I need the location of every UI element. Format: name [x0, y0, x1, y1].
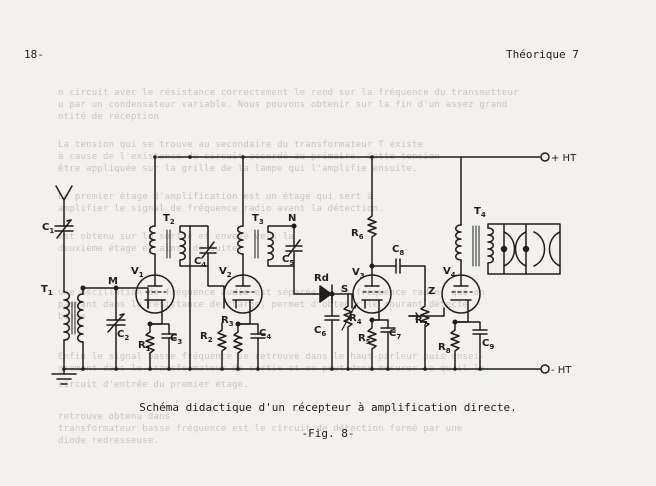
resistor-r3 [233, 323, 243, 370]
label-s: S [341, 284, 348, 295]
label-c5: C5 [282, 254, 294, 267]
t4-primary [455, 224, 462, 261]
ht-minus-terminal [540, 364, 550, 374]
page-number: 18- [24, 48, 44, 61]
label-m: M [108, 276, 118, 287]
figure-caption: Schéma didactique d'un récepteur à ampli… [139, 401, 517, 414]
capacitor-c2 [106, 287, 126, 370]
label-r6: R6 [351, 228, 364, 241]
bleed-through-text: être appliquée sur la grille de la lampe… [58, 164, 418, 174]
bleed-through-text: une oscillation de fréquence audio est s… [58, 288, 486, 298]
label-c3: C3 [170, 333, 182, 346]
label-c8: C8 [392, 244, 404, 257]
label-t3: T3 [252, 213, 264, 226]
t1-secondary [77, 293, 84, 343]
bleed-through-text: diode redresseuse. [58, 436, 160, 446]
t2-secondary [179, 231, 186, 261]
ht-plus-terminal [540, 152, 550, 162]
capacitor-c4a [199, 241, 217, 259]
label-v3: V3 [352, 267, 365, 280]
label-c1: C1 [42, 222, 54, 235]
antenna-icon [55, 185, 73, 227]
label-c7: C7 [389, 328, 401, 341]
t2-primary [149, 225, 156, 255]
loudspeaker-icon [500, 223, 561, 275]
label-r3: R3 [221, 315, 234, 328]
capacitor-c9 [472, 329, 488, 370]
capacitor-c3 [161, 333, 177, 370]
ground-icon [51, 373, 77, 385]
chapter-heading: Théorique 7 [506, 48, 579, 61]
capacitor-c6 [324, 293, 340, 370]
ht-plus-label: + HT [551, 153, 577, 164]
label-v2: V2 [219, 266, 232, 279]
bleed-through-text: transformateur basse fréquence est le ci… [58, 424, 463, 434]
label-c9: C9 [482, 338, 494, 351]
label-c2: C2 [117, 329, 129, 342]
capacitor-c8 [371, 258, 426, 301]
bleed-through-text: circuit d'entrée du premier étage. [58, 380, 250, 390]
t3-secondary [267, 231, 274, 261]
bleed-through-text: est obtenu sur la sortie et envoyé vers … [58, 232, 294, 242]
label-v1: V1 [131, 266, 144, 279]
label-r7: R7 [415, 315, 428, 328]
capacitor-c7 [380, 327, 396, 370]
bleed-through-text: Le premier étage d'amplification est un … [58, 192, 373, 202]
bleed-through-text: Enfin le signal basse fréquence se retro… [58, 352, 486, 362]
label-v4: V4 [443, 266, 456, 279]
bleed-through-text: n circuit avec le résistance correctemen… [58, 88, 519, 98]
label-t2: T2 [163, 213, 175, 226]
label-t4: T4 [474, 206, 486, 219]
t3-primary [237, 225, 244, 255]
capacitor-c4b [250, 333, 266, 370]
bleed-through-text: u par un condensateur variable. Nous pou… [58, 100, 508, 110]
t1-primary [63, 291, 70, 341]
capacitor-c1 [54, 219, 74, 293]
label-r2: R2 [200, 331, 213, 344]
bleed-through-text: retrouve obtenu dans [58, 412, 171, 422]
resistor-r1 [145, 323, 155, 370]
resistor-r8 [450, 321, 460, 370]
capacitor-c5 [285, 239, 303, 257]
bleed-through-text: passant dans la résistance de charge, pe… [58, 300, 469, 310]
label-n: N [288, 213, 296, 224]
label-t1: T1 [41, 284, 53, 297]
label-rd: Rd [314, 273, 329, 284]
resistor-r7 [420, 299, 430, 370]
label-c4a: C4 [194, 256, 206, 269]
bleed-through-text: amplifier le signal de fréquence radio a… [58, 204, 384, 214]
resistor-r5 [367, 319, 377, 370]
figure-label: -Fig. 8- [301, 427, 355, 440]
ht-minus-label: - HT [551, 365, 572, 376]
t4-secondary [487, 227, 494, 264]
label-r1: R1 [138, 340, 151, 353]
resistor-r4 [343, 293, 353, 370]
resistor-r6 [367, 156, 377, 267]
label-r4: R4 [349, 313, 362, 326]
label-r8: R8 [438, 342, 451, 355]
label-c6: C6 [314, 325, 326, 338]
bleed-through-text: La tension qui se trouve au secondaire d… [58, 140, 424, 150]
bleed-through-text: ntité de réception [58, 112, 160, 122]
label-z: Z [428, 286, 435, 297]
label-c4b: C4 [259, 328, 271, 341]
label-r5: R5 [358, 333, 371, 346]
